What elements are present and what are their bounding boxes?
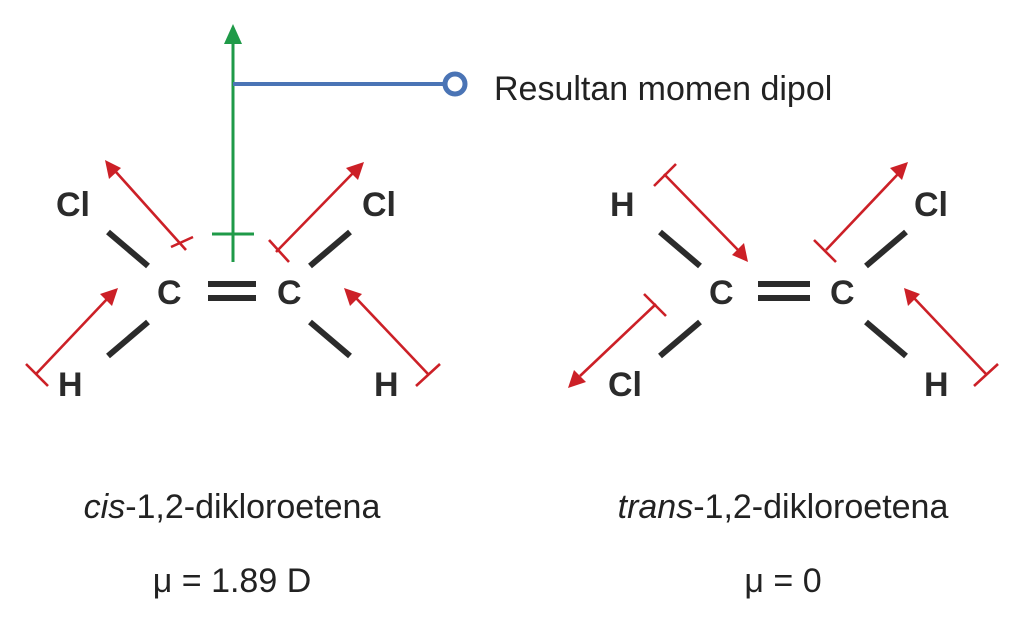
cis-molecule: Cl Cl C C H H [25, 160, 441, 404]
cis-bond-h-left [106, 319, 150, 359]
resultant-dipole-arrow [212, 24, 254, 262]
cis-name-prefix: cis [84, 488, 126, 526]
callout-label: Resultan momen dipol [494, 70, 832, 108]
cis-atom-h-left: H [58, 366, 83, 404]
cis-atom-h-right: H [374, 366, 399, 404]
trans-atom-c-right: C [830, 274, 855, 312]
trans-dipole-arrow-cl-top [813, 162, 908, 263]
callout-dot [442, 71, 468, 97]
trans-bond-cl-top [864, 229, 908, 269]
trans-atom-h-bottom: H [924, 366, 949, 404]
trans-name-prefix: trans [618, 488, 694, 526]
cis-dipole-arrow-h-right [344, 288, 441, 387]
cis-name-rest: -1,2-dikloroetena [125, 488, 380, 526]
trans-bond-cl-bottom [658, 319, 702, 359]
trans-name-rest: -1,2-dikloroetena [693, 488, 948, 526]
cis-dipole-arrow-cl-left [105, 160, 194, 251]
trans-compound-name: trans-1,2-dikloroetena [618, 488, 949, 526]
cis-bond-cl-right [308, 229, 352, 269]
cis-dipole-value: μ = 1.89 D [153, 562, 312, 600]
trans-dipole-arrow-cl-bottom [568, 293, 667, 388]
cis-dipole-arrow-cl-right [268, 162, 364, 263]
cis-compound-name: cis-1,2-dikloroetena [84, 488, 381, 526]
cis-dipole-arrow-h-left [25, 288, 118, 387]
trans-atom-cl-top: Cl [914, 186, 948, 224]
trans-molecule: H Cl C C Cl H [568, 162, 999, 404]
cis-atom-c-right: C [277, 274, 302, 312]
trans-atom-h-top: H [610, 186, 635, 224]
trans-dipole-arrow-h-top [653, 163, 748, 262]
cis-bond-cl-left [106, 229, 150, 269]
trans-bond-h-top [658, 229, 702, 269]
cis-atom-cl-left: Cl [56, 186, 90, 224]
callout-pointer [233, 71, 468, 97]
cis-atom-c-left: C [157, 274, 182, 312]
trans-atom-cl-bottom: Cl [608, 366, 642, 404]
trans-bond-h-bottom [864, 319, 908, 359]
trans-atom-c-left: C [709, 274, 734, 312]
trans-dipole-value: μ = 0 [744, 562, 821, 600]
trans-dipole-arrow-h-bottom [904, 288, 999, 387]
cis-bond-h-right [308, 319, 352, 359]
cis-atom-cl-right: Cl [362, 186, 396, 224]
